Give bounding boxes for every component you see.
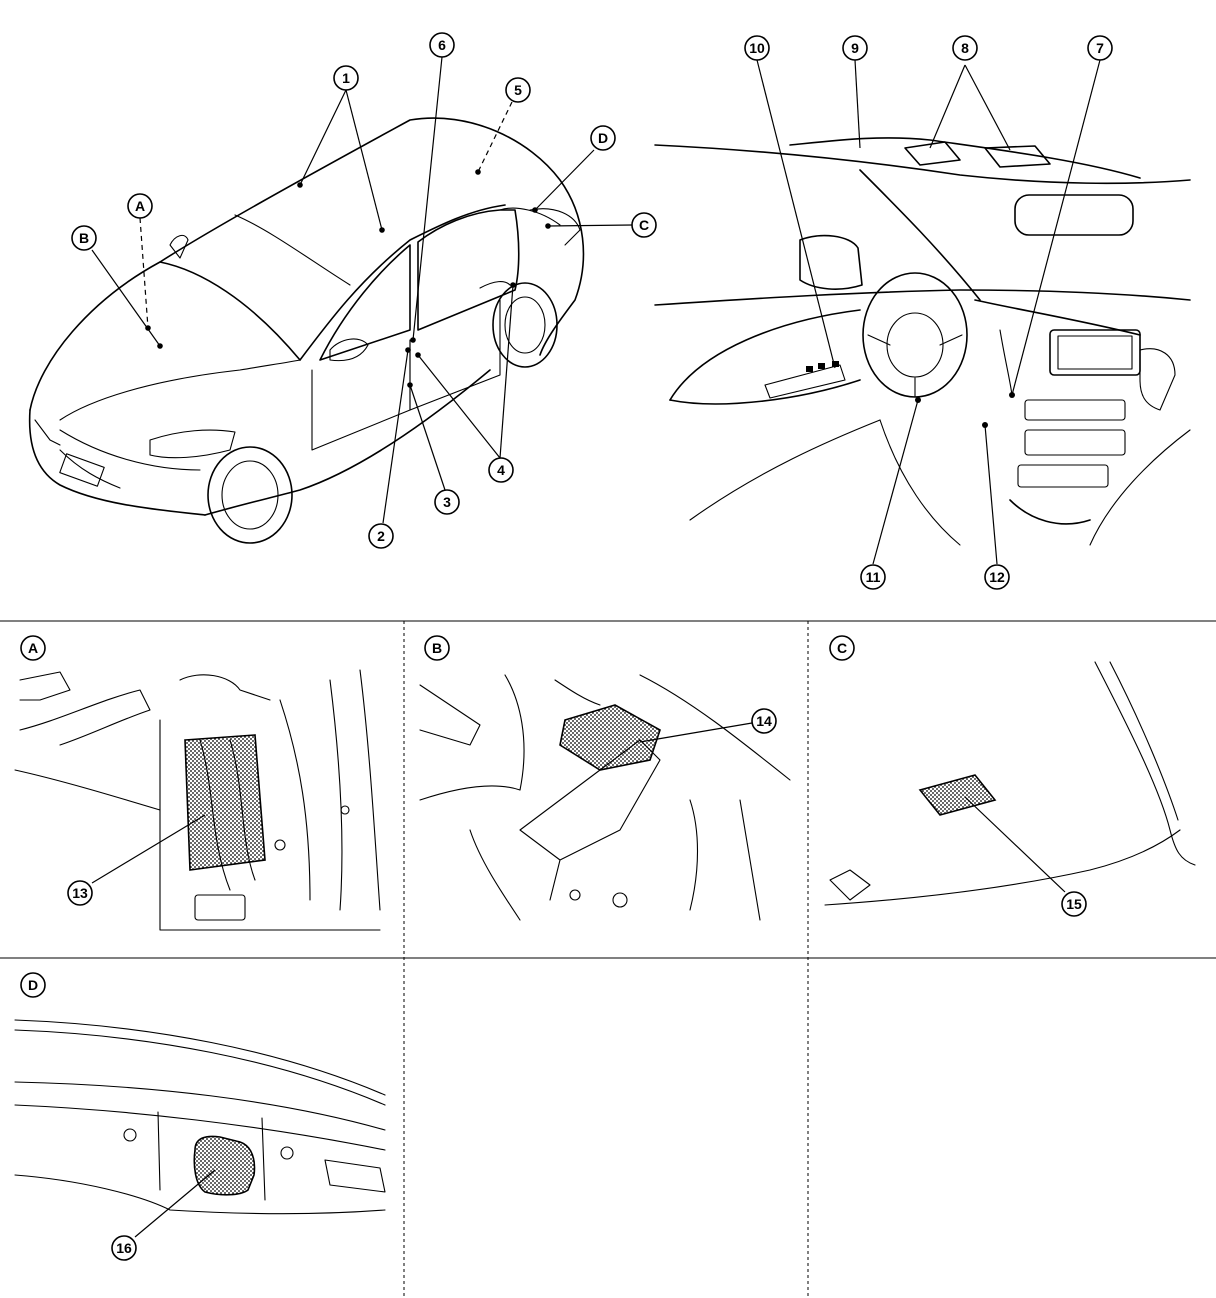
callout-16: 16 — [111, 1235, 137, 1261]
callout-6: 6 — [429, 32, 455, 58]
panel-label-D: D — [20, 972, 46, 998]
panel-label-A: A — [20, 635, 46, 661]
view-label-D: D — [590, 125, 616, 151]
panel-label-B: B — [424, 635, 450, 661]
callout-9: 9 — [842, 35, 868, 61]
svg-text:14: 14 — [756, 713, 772, 729]
callout-14: 14 — [751, 708, 777, 734]
detail-panel-B: B 14 — [419, 635, 791, 921]
svg-text:11: 11 — [866, 569, 881, 585]
svg-text:12: 12 — [989, 569, 1005, 585]
svg-text:10: 10 — [749, 40, 765, 56]
svg-text:1: 1 — [342, 70, 350, 86]
panel-label-C: C — [829, 635, 855, 661]
callout-7: 7 — [1087, 35, 1113, 61]
svg-text:9: 9 — [851, 40, 859, 56]
callout-15: 15 — [1061, 891, 1087, 917]
svg-text:B: B — [432, 640, 442, 656]
detail-panel-D: D 16 — [14, 972, 386, 1261]
svg-text:6: 6 — [438, 37, 446, 53]
detail-panel-C: C 15 — [824, 635, 1196, 917]
svg-text:15: 15 — [1066, 896, 1082, 912]
view-label-C: C — [631, 212, 657, 238]
detail-panel-A: A 13 — [14, 635, 381, 931]
svg-text:D: D — [28, 977, 38, 993]
svg-text:5: 5 — [514, 82, 522, 98]
callout-5: 5 — [505, 77, 531, 103]
svg-text:16: 16 — [116, 1240, 132, 1256]
callout-2: 2 — [368, 523, 394, 549]
svg-text:13: 13 — [72, 885, 88, 901]
svg-text:3: 3 — [443, 494, 451, 510]
callout-8: 8 — [952, 35, 978, 61]
callout-3: 3 — [434, 489, 460, 515]
svg-text:A: A — [28, 640, 38, 656]
callout-12: 12 — [984, 564, 1010, 590]
svg-text:7: 7 — [1096, 40, 1104, 56]
callout-4: 4 — [488, 457, 514, 483]
callout-11: 11 — [860, 564, 886, 590]
vehicle-overview — [28, 56, 633, 544]
svg-text:D: D — [598, 130, 608, 146]
view-label-A: A — [127, 193, 153, 219]
view-label-B: B — [71, 225, 97, 251]
svg-text:C: C — [639, 217, 649, 233]
interior-overview — [654, 59, 1191, 565]
overview-callouts: 1 6 5 D C A B 2 3 4 10 9 8 7 11 12 — [71, 32, 1113, 590]
svg-text:C: C — [837, 640, 847, 656]
callout-1: 1 — [333, 65, 359, 91]
svg-text:2: 2 — [377, 528, 385, 544]
detail-grid — [0, 620, 1216, 1298]
callout-13: 13 — [67, 880, 93, 906]
svg-text:4: 4 — [497, 462, 505, 478]
svg-text:8: 8 — [961, 40, 969, 56]
svg-text:A: A — [135, 198, 145, 214]
svg-text:B: B — [79, 230, 89, 246]
callout-10: 10 — [744, 35, 770, 61]
